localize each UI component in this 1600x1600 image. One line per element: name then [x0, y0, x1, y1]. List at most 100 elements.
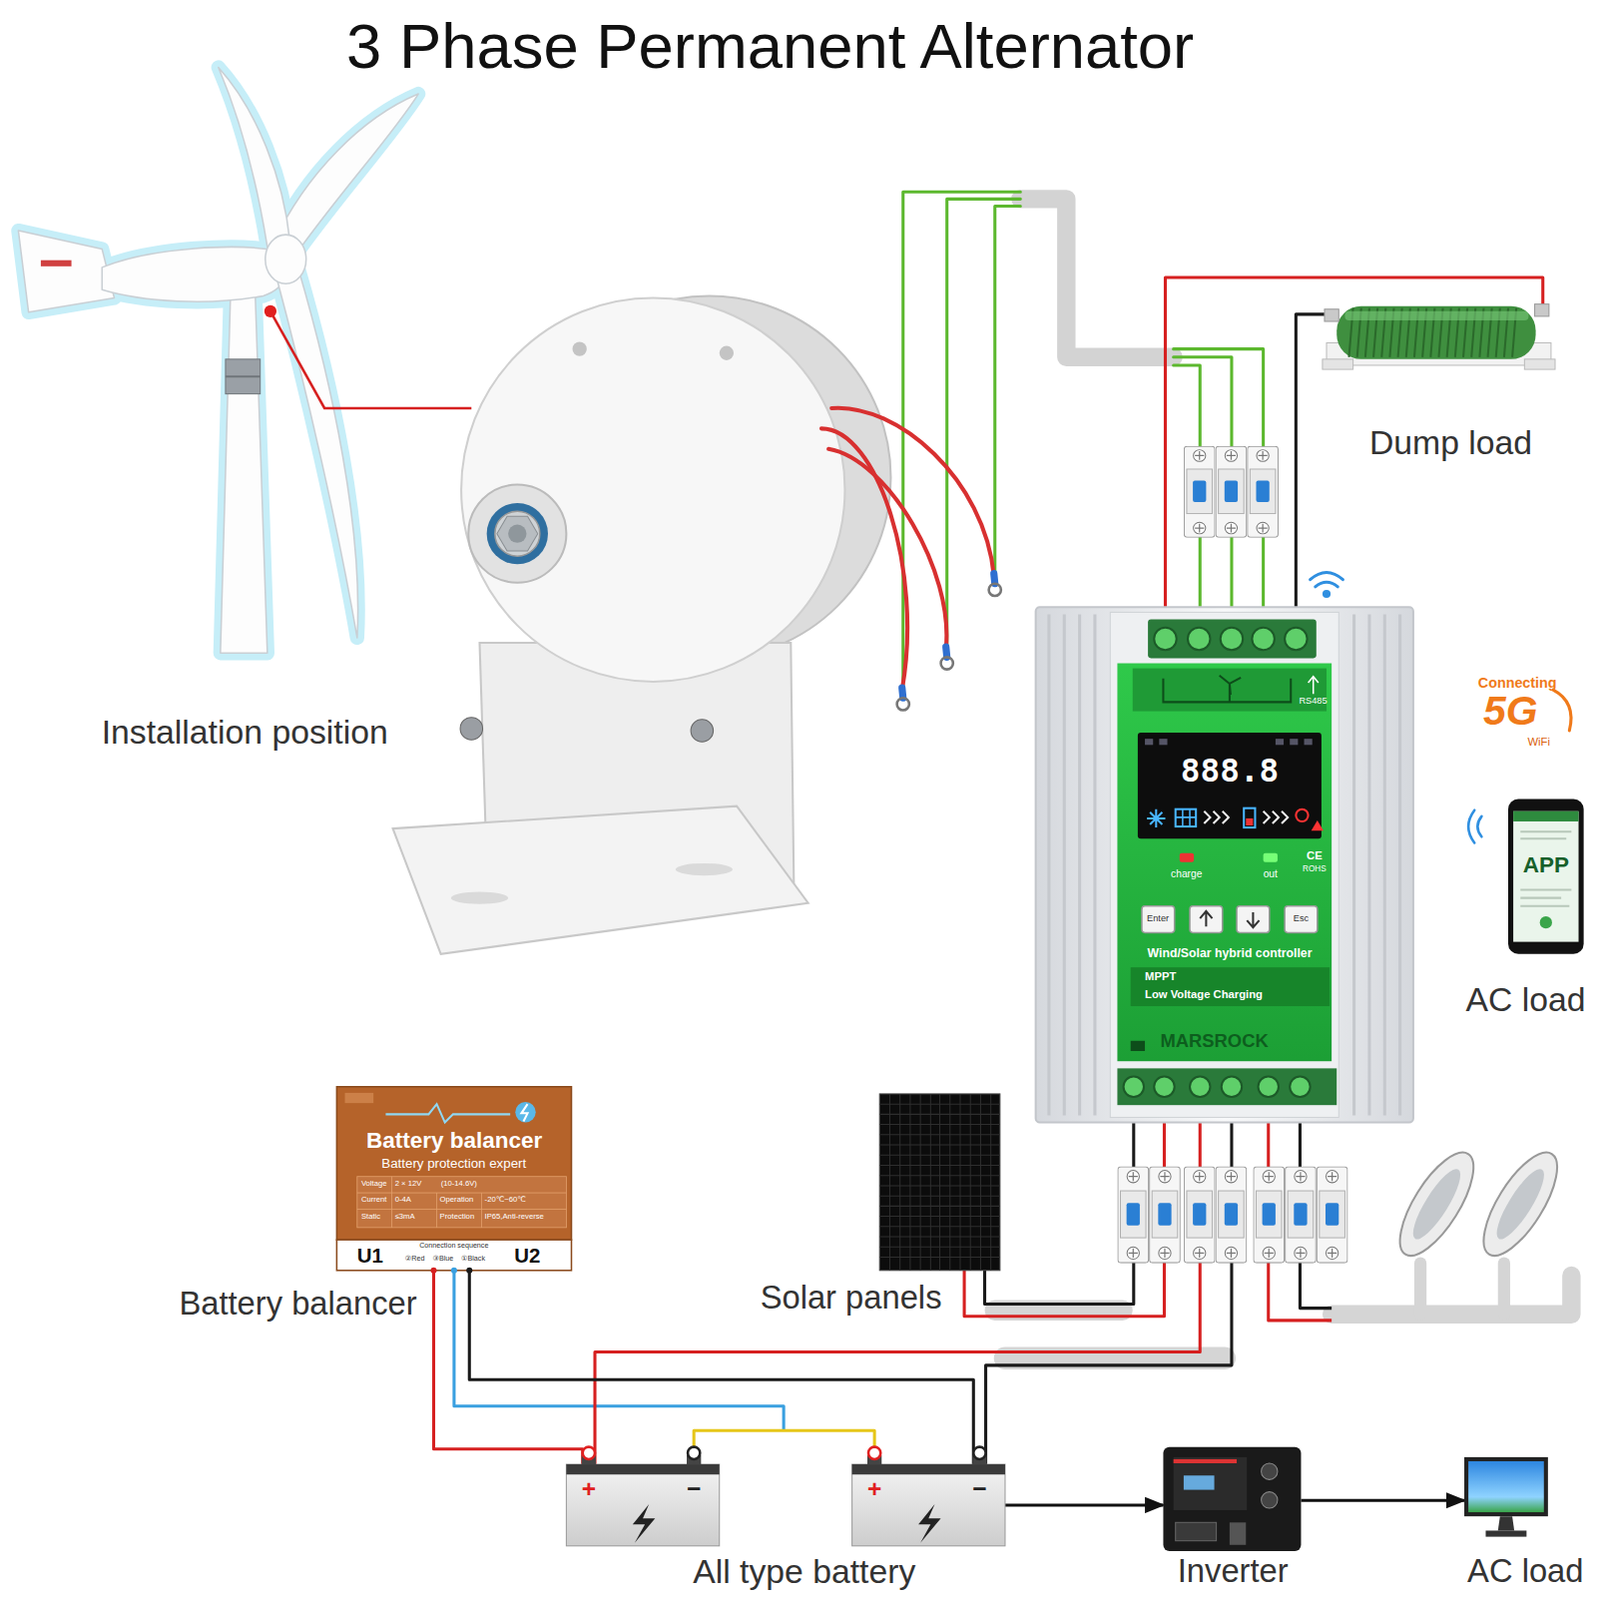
hybrid-controller [1153, 627, 1307, 650]
alternator-illustration [719, 346, 734, 361]
component-label: Solar panels [760, 1279, 943, 1316]
component-label: Inverter [1177, 1553, 1289, 1590]
battery [918, 1504, 941, 1544]
battery-balancer-box [336, 1239, 571, 1271]
flow-arrow [1005, 1504, 1163, 1506]
cable-sheath [1414, 1263, 1427, 1315]
circuit-breaker [1215, 1166, 1247, 1263]
cert-mark: CE [1306, 849, 1323, 862]
street-lamp [1489, 1163, 1552, 1245]
terminal-label: U2 [514, 1243, 540, 1266]
hybrid-controller [1295, 809, 1308, 822]
alternator-illustration [572, 341, 587, 356]
alternator-illustration [897, 573, 1002, 711]
wire-connector [986, 1122, 1232, 1465]
battery: +− [565, 1464, 719, 1547]
spec-cell: (10-14.6V) [441, 1179, 478, 1188]
hybrid-controller [1144, 738, 1313, 745]
cable-sheath [1498, 1263, 1511, 1315]
inverter-unit: Inverter [1162, 1447, 1301, 1552]
hybrid-controller [1049, 613, 1401, 1115]
wire-connector [693, 1430, 875, 1465]
wind-turbine [17, 230, 114, 313]
flow-arrow [1300, 1500, 1465, 1502]
phone-app: APPAC load [1508, 798, 1585, 954]
inverter-unit [1173, 1459, 1237, 1464]
inverter-unit [1229, 1522, 1246, 1545]
wire-connector [986, 1122, 1232, 1465]
wind-turbine [17, 230, 114, 313]
wire-connector [985, 1122, 1134, 1305]
hybrid-controller [1179, 853, 1194, 863]
inverter-unit [1173, 1457, 1248, 1511]
hybrid-controller [1146, 809, 1165, 828]
button-label: Esc [1293, 914, 1309, 925]
wind-turbine [265, 234, 307, 284]
port-label: RS485 [1298, 696, 1327, 707]
hybrid-controller [1219, 675, 1241, 703]
alternator-wires [1173, 349, 1264, 450]
polarity-sign: − [686, 1475, 701, 1503]
terminal-label: U1 [357, 1243, 384, 1266]
hybrid-controller [1189, 1076, 1210, 1097]
wind-turbine [273, 93, 419, 258]
street-lamp [1405, 1163, 1468, 1245]
hybrid-controller [1245, 818, 1253, 826]
inverter-unit [1261, 1492, 1278, 1509]
wifi-icon [1310, 572, 1344, 580]
alternator-illustration [828, 449, 947, 649]
battery [565, 1464, 719, 1475]
alternator-illustration [831, 408, 995, 576]
wind-turbine [17, 66, 419, 653]
tv-monitor [1498, 1516, 1515, 1531]
hybrid-controller [1158, 738, 1167, 745]
hybrid-controller [1036, 606, 1414, 1122]
hybrid-controller [1243, 808, 1255, 828]
alternator-wires [947, 198, 1022, 657]
component-label: AC load [1467, 1553, 1584, 1590]
battery-balancer-box [451, 1267, 458, 1274]
hybrid-controller [1141, 906, 1318, 934]
component-label: AC load [1466, 981, 1587, 1019]
hybrid-controller [1130, 1041, 1145, 1052]
dump-load-resistor [1344, 311, 1529, 321]
alternator-illustration [994, 573, 996, 584]
product-name: Battery balancer [366, 1128, 542, 1154]
display-readout: 888.8 [1180, 752, 1279, 789]
solar-panel [879, 1093, 1001, 1271]
solar-panel: Solar panels [879, 1093, 1001, 1271]
alternator-illustration [821, 408, 995, 690]
alternator-wires [995, 206, 1022, 584]
wire-connector [433, 1270, 582, 1465]
alternator-illustration [497, 516, 538, 551]
battery [852, 1464, 1006, 1547]
dump-load-resistor [1322, 304, 1556, 370]
polarity-sign: + [581, 1475, 596, 1503]
phone-app [1468, 798, 1585, 954]
circuit-breaker [1183, 1166, 1215, 1263]
alternator-illustration [690, 719, 713, 742]
hybrid-controller [1175, 809, 1196, 827]
spec-cell: 0-4A [395, 1195, 412, 1204]
battery-balancer-box [515, 1101, 535, 1122]
battery-balancer-box [521, 1103, 528, 1121]
battery-balancer-box [345, 1092, 375, 1103]
alternator-illustration [941, 656, 954, 669]
circuit-breaker [1253, 1166, 1285, 1263]
battery-balancer-box [430, 1267, 437, 1274]
wind-turbine [17, 66, 419, 653]
phone-app [1520, 831, 1572, 907]
indicator-label: charge [1170, 868, 1202, 880]
tv-monitor [1468, 1461, 1545, 1513]
circuit-breaker [1183, 446, 1215, 537]
tv-monitor [1464, 1457, 1549, 1538]
hybrid-controller [1175, 809, 1196, 827]
street-lamp [1386, 1141, 1488, 1266]
alternator-illustration [393, 806, 809, 955]
hybrid-controller [1289, 1076, 1310, 1097]
part-label: All type battery [692, 1553, 916, 1591]
badge-text: WiFi [1527, 735, 1550, 748]
component-label: Dump load [1369, 424, 1533, 462]
hybrid-controller [1220, 627, 1243, 650]
